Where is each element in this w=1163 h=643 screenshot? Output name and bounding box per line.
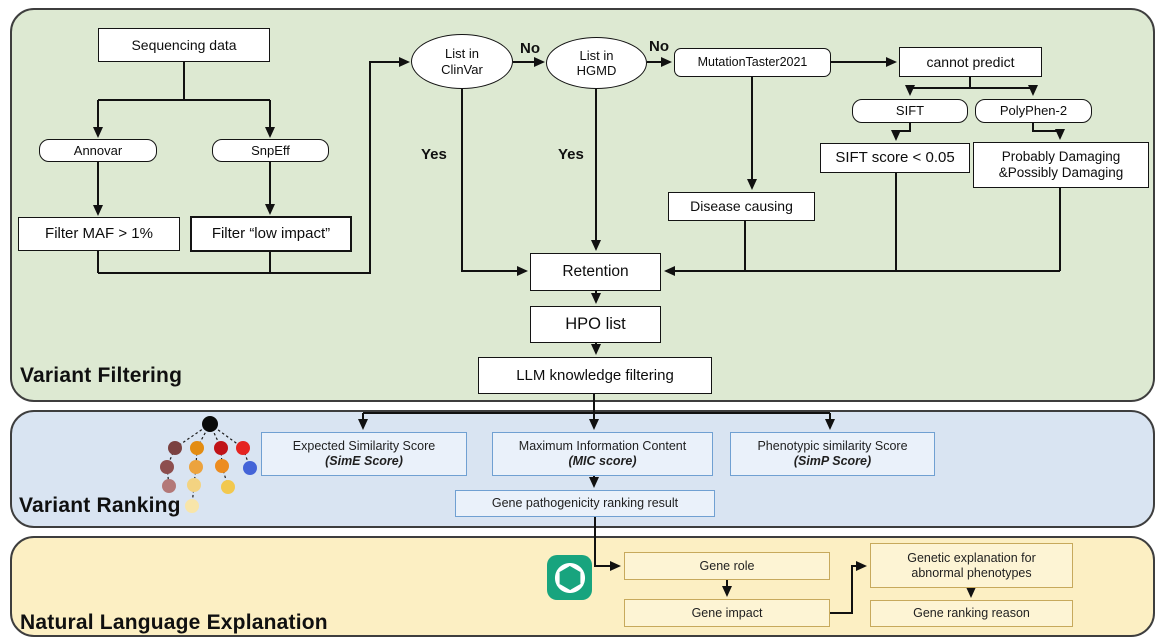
- node-list-in-hgmd: List in HGMD: [546, 37, 647, 89]
- openai-logo-icon: [547, 555, 592, 600]
- node-gene-impact: Gene impact: [624, 599, 830, 627]
- natural-language-explanation-label: Natural Language Explanation: [20, 611, 328, 634]
- node-disease-causing: Disease causing: [668, 192, 815, 221]
- variant-filtering-label: Variant Filtering: [20, 364, 183, 387]
- node-hpo-list: HPO list: [530, 306, 661, 343]
- node-annovar: Annovar: [39, 139, 157, 162]
- node-snpeff: SnpEff: [212, 139, 329, 162]
- edge-label-yes-hgmd: Yes: [558, 146, 584, 163]
- node-cannot-predict: cannot predict: [899, 47, 1042, 77]
- node-sequencing-data: Sequencing data: [98, 28, 270, 62]
- node-probably-damaging: Probably Damaging &Possibly Damaging: [973, 142, 1149, 188]
- node-sift-score: SIFT score < 0.05: [820, 143, 970, 173]
- variant-ranking-label: Variant Ranking: [19, 494, 181, 517]
- node-list-in-clinvar: List in ClinVar: [411, 34, 513, 89]
- node-gene-pathogenicity-ranking-result: Gene pathogenicity ranking result: [455, 490, 715, 517]
- node-llm-knowledge-filtering: LLM knowledge filtering: [478, 357, 712, 394]
- node-filter-low-impact: Filter “low impact”: [190, 216, 352, 252]
- ontology-tree-icon: [160, 416, 257, 513]
- node-genetic-explanation: Genetic explanation for abnormal phenoty…: [870, 543, 1073, 588]
- node-gene-role: Gene role: [624, 552, 830, 580]
- openai-knot-icon: [554, 562, 585, 593]
- node-gene-ranking-reason: Gene ranking reason: [870, 600, 1073, 627]
- node-sift: SIFT: [852, 99, 968, 123]
- node-retention: Retention: [530, 253, 661, 291]
- node-expected-similarity-score: Expected Similarity Score (SimE Score): [261, 432, 467, 476]
- node-filter-maf: Filter MAF > 1%: [18, 217, 180, 251]
- edge-label-no-clinvar: No: [520, 40, 540, 57]
- node-phenotypic-similarity-score: Phenotypic similarity Score (SimP Score): [730, 432, 935, 476]
- edge-label-no-hgmd: No: [649, 38, 669, 55]
- node-mutation-taster: MutationTaster2021: [674, 48, 831, 77]
- node-polyphen2: PolyPhen-2: [975, 99, 1092, 123]
- node-maximum-information-content: Maximum Information Content (MIC score): [492, 432, 713, 476]
- edge-label-yes-clinvar: Yes: [421, 146, 447, 163]
